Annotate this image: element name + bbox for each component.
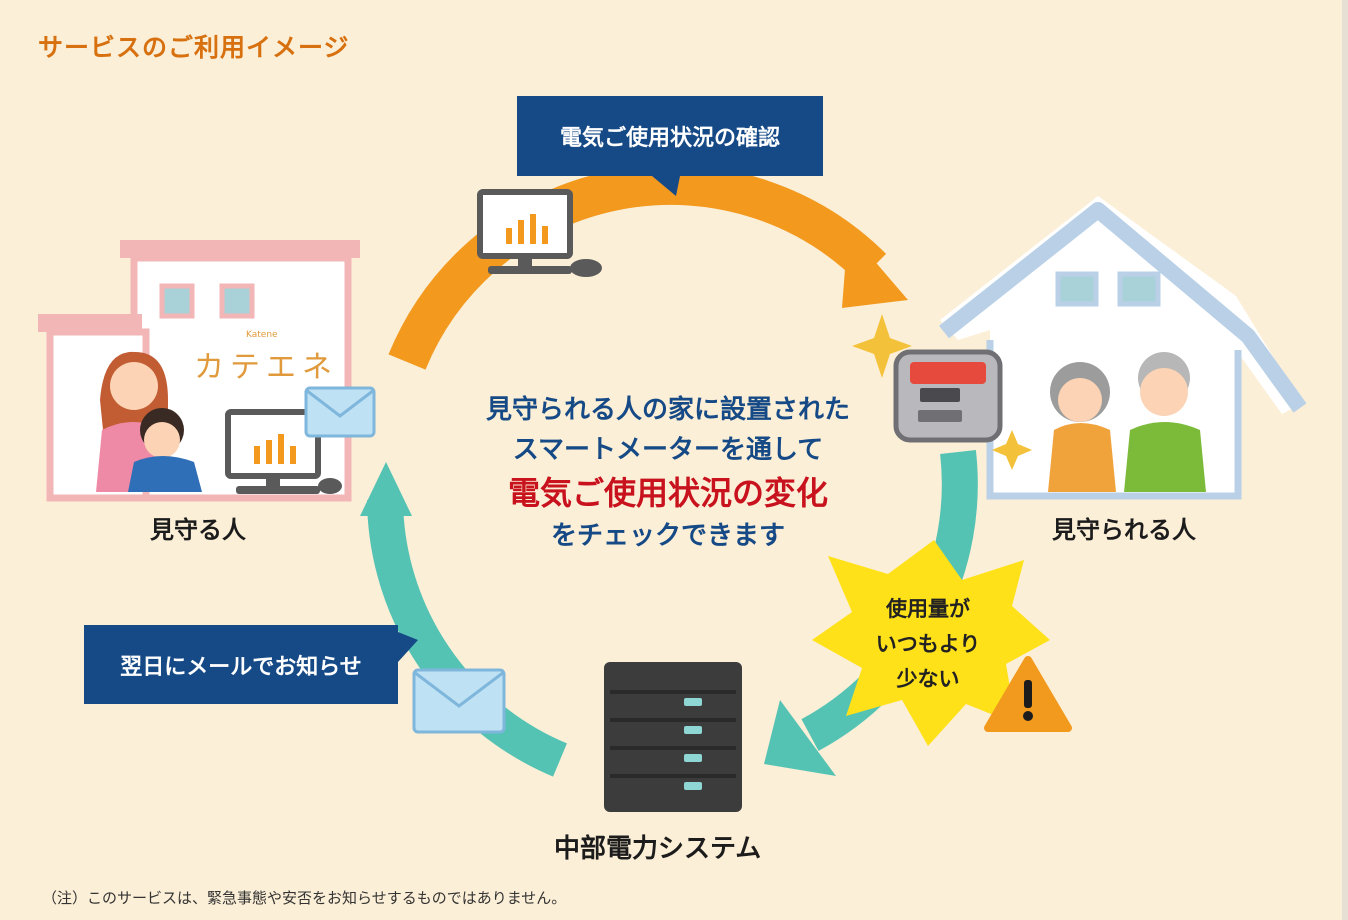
monitor-icon-top (477, 189, 602, 277)
center-highlight: 電気ご使用状況の変化 (507, 474, 828, 512)
alert-burst (812, 540, 1050, 746)
server-icon (604, 662, 742, 812)
callout-check-usage: 電気ご使用状況の確認 (517, 96, 823, 176)
teal-arrow-head-right (764, 700, 836, 776)
footnote: （注）このサービスは、緊急事態や安否をお知らせするものではありません。 (42, 889, 567, 907)
watched-house (939, 196, 1307, 500)
center-line-2: スマートメーターを通して (512, 435, 824, 465)
burst-line-1: 使用量が (886, 597, 970, 621)
label-system: 中部電力システム (554, 834, 762, 864)
teal-arrow-head-left (360, 462, 412, 516)
sparkle-icon-1 (852, 314, 912, 378)
mother-child-illustration (96, 351, 202, 492)
envelope-icon-watcher (304, 386, 376, 438)
smart-meter-icon (893, 349, 1003, 443)
alert-burst-text: 使用量が いつもより 少ない (858, 592, 998, 697)
orange-arrow-arc (388, 164, 887, 370)
watcher-pc (225, 409, 342, 494)
burst-line-3: 少ない (896, 667, 960, 691)
katene-sign: カテエネ (194, 350, 338, 385)
sparkle-icon-2 (992, 430, 1032, 470)
center-line-3: をチェックできます (550, 521, 785, 551)
burst-line-2: いつもより (875, 632, 981, 656)
page-right-border (1342, 0, 1348, 920)
callout-top-tail (652, 176, 680, 196)
callout-left-tail (398, 632, 418, 662)
teal-arrow-arc-left (367, 499, 568, 777)
label-watcher: 見守る人 (150, 516, 246, 544)
center-line-1: 見守られる人の家に設置された (485, 395, 850, 425)
envelope-icon-bottom (412, 668, 506, 734)
center-description: 見守られる人の家に設置された スマートメーターを通して 電気ご使用状況の変化 を… (438, 390, 898, 556)
label-watched: 見守られる人 (1052, 516, 1196, 544)
callout-mail-notice: 翌日にメールでお知らせ (84, 625, 398, 704)
warning-icon (984, 656, 1072, 732)
orange-arrow-head (842, 230, 908, 308)
page-title: サービスのご利用イメージ (38, 33, 350, 62)
katene-sign-small: Katene (246, 330, 278, 340)
elderly-couple-illustration (1048, 352, 1206, 492)
